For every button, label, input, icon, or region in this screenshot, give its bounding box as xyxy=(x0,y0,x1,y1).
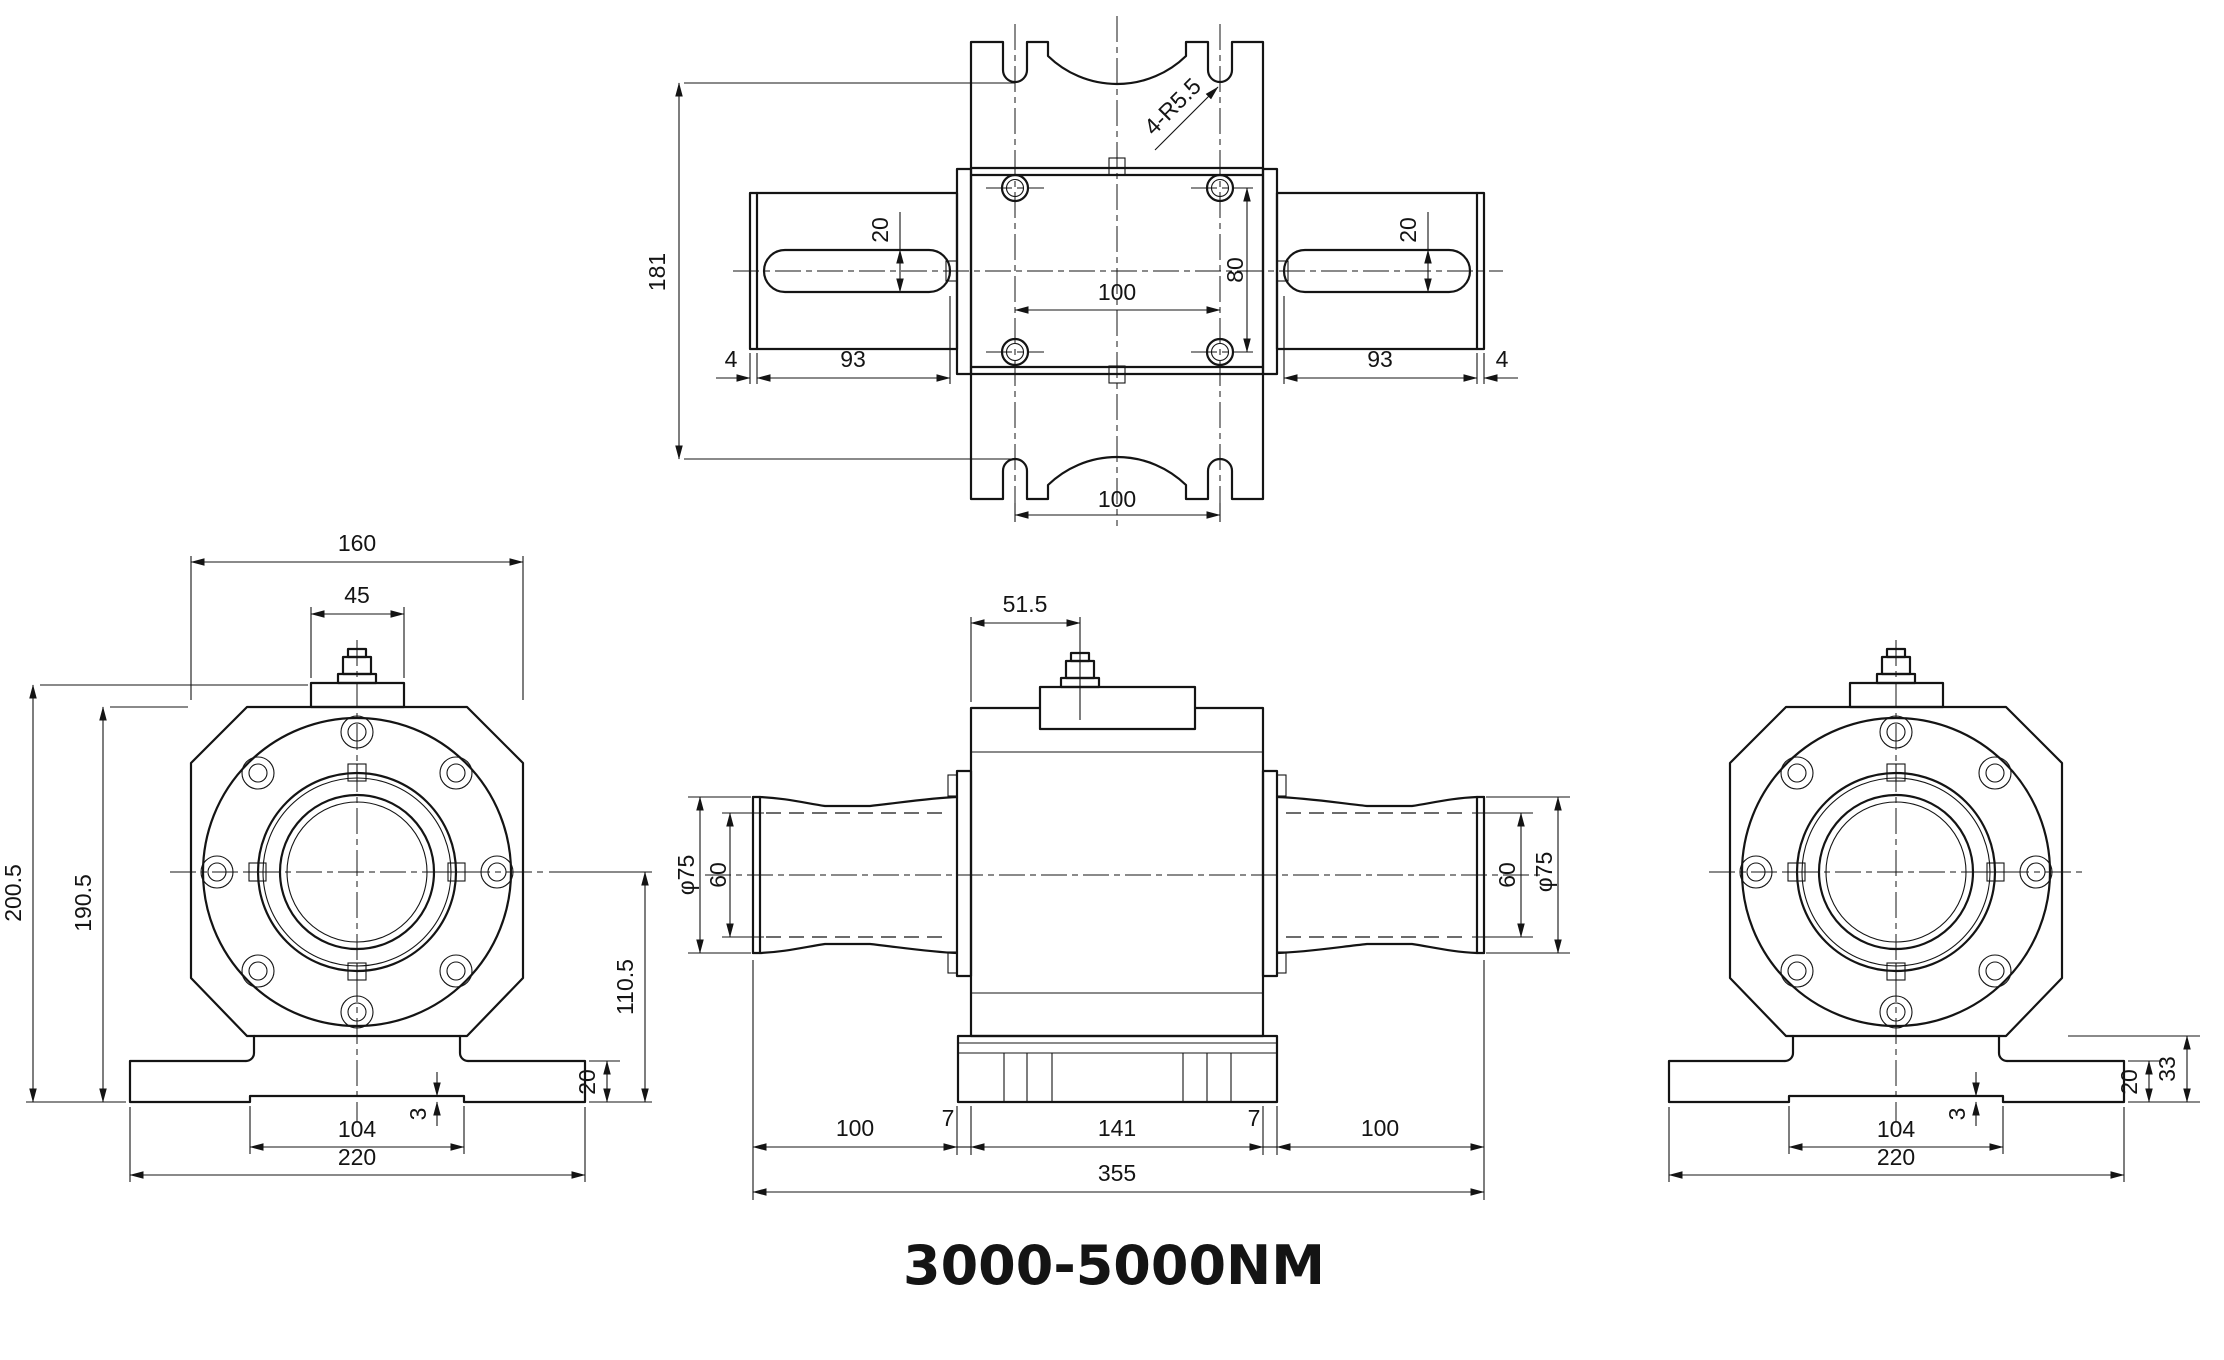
dim-label: 3 xyxy=(405,1108,431,1121)
dim-label: 51.5 xyxy=(1003,591,1048,617)
dim-label: 4 xyxy=(1496,346,1509,372)
connector-box xyxy=(1038,685,1197,731)
dim-label: 20 xyxy=(2116,1069,2142,1095)
flange-collar-right xyxy=(1261,769,1279,978)
dim-label: 45 xyxy=(344,582,370,608)
dim-label: 80 xyxy=(1222,257,1248,283)
drawing-title: 3000-5000NM xyxy=(903,1234,1325,1297)
dim-label: 355 xyxy=(1098,1160,1136,1186)
front-view-dimensions: 51.5 φ75 60 60 φ75 100 7 141 7 100 xyxy=(673,591,1570,1200)
dim-label: 20 xyxy=(574,1069,600,1095)
dim-label: 20 xyxy=(1395,217,1421,243)
dim-label: 60 xyxy=(1494,862,1520,888)
collar-tab-left-lower xyxy=(947,951,958,974)
left-side-view: 160 45 200.5 190.5 110.5 20 104 3 xyxy=(0,530,652,1182)
dim-label: 100 xyxy=(1098,486,1136,512)
dim-label: 100 xyxy=(1098,279,1136,305)
dim-label: 33 xyxy=(2154,1056,2180,1082)
dim-label: 220 xyxy=(338,1144,376,1170)
right-side-view: 20 33 104 3 220 xyxy=(1669,640,2200,1182)
top-view: 181 20 20 100 80 93 4 93 4 100 xyxy=(644,16,1518,526)
dim-label: 160 xyxy=(338,530,376,556)
dim-label: 7 xyxy=(1248,1105,1261,1131)
dim-label: 3 xyxy=(1944,1108,1970,1121)
top-view-dimensions: 181 20 20 100 80 93 4 93 4 100 xyxy=(644,73,1518,522)
dim-label: 104 xyxy=(1877,1116,1916,1142)
dim-label: 100 xyxy=(1361,1115,1399,1141)
front-view: 51.5 φ75 60 60 φ75 100 7 141 7 100 xyxy=(673,591,1570,1200)
collar-tab-left-upper xyxy=(947,774,958,797)
dim-label: 110.5 xyxy=(612,959,638,1015)
dim-label: 220 xyxy=(1877,1144,1915,1170)
base-front xyxy=(956,1034,1279,1104)
dim-label: φ75 xyxy=(1531,852,1557,893)
right-side-view-body xyxy=(1669,640,2124,1122)
collar-tab-right-lower xyxy=(1276,951,1287,974)
dim-label: 60 xyxy=(705,862,731,888)
dim-label: φ75 xyxy=(673,855,699,896)
dim-label: 141 xyxy=(1098,1115,1136,1141)
flange-plate-outline xyxy=(969,40,1265,501)
dim-label: 4 xyxy=(725,346,738,372)
left-side-view-body xyxy=(130,640,585,1122)
body-outline xyxy=(969,706,1265,1038)
dim-label: 104 xyxy=(338,1116,377,1142)
right-view-dimensions: 20 33 104 3 220 xyxy=(1668,1035,2200,1182)
dim-label: 200.5 xyxy=(0,864,26,922)
shaft-right xyxy=(1275,795,1486,955)
dim-label: 20 xyxy=(867,217,893,243)
dim-label: 181 xyxy=(644,253,670,291)
collar-tab-right-upper xyxy=(1276,774,1287,797)
dim-label: 93 xyxy=(840,346,866,372)
dim-label: 93 xyxy=(1367,346,1393,372)
flange-collar-left xyxy=(955,769,973,978)
dim-label: 7 xyxy=(942,1105,955,1131)
left-view-dimensions: 160 45 200.5 190.5 110.5 20 104 3 xyxy=(0,530,652,1182)
slot-radius-note: 4-R5.5 xyxy=(1139,73,1206,140)
dim-label: 100 xyxy=(836,1115,874,1141)
dim-label: 190.5 xyxy=(70,874,96,932)
